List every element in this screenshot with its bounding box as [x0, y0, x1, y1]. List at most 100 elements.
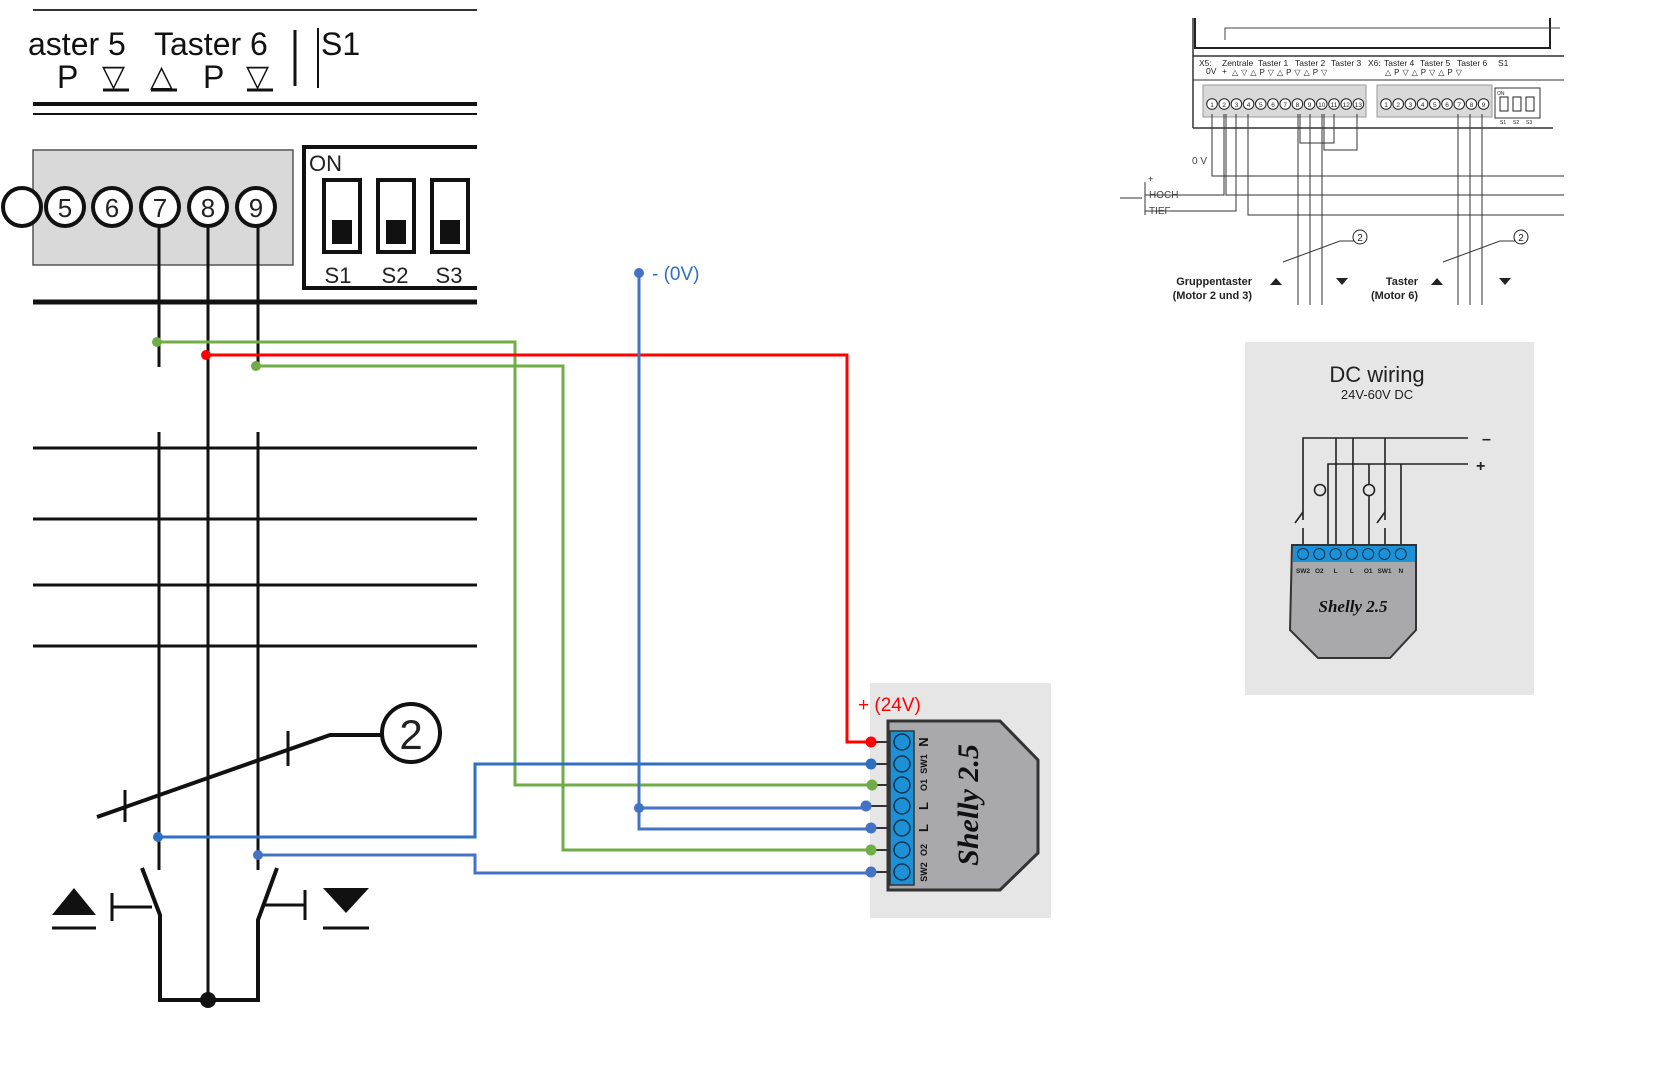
ref-terminal — [1392, 98, 1404, 110]
up-triangle-icon — [52, 888, 96, 915]
symbol-p: P — [57, 59, 78, 95]
symbol-down: ▽ — [246, 59, 269, 94]
svg-text:1: 1 — [1384, 102, 1388, 109]
svg-text:4: 4 — [1247, 102, 1251, 109]
ref-terminal — [1477, 98, 1490, 110]
ref-x6: X6: — [1368, 58, 1381, 68]
wire-blue-sw1 — [158, 762, 871, 839]
dc-pin-terminal — [1378, 548, 1391, 560]
ref-terminal — [1465, 98, 1478, 110]
svg-text:3: 3 — [1235, 102, 1239, 109]
wire-connection-dot — [866, 779, 878, 791]
ref-taster1: Taster 1 — [1258, 58, 1289, 68]
ref-terminal — [1267, 98, 1279, 110]
pin-terminal — [893, 797, 911, 815]
dc-pin-label: SW1 — [1377, 568, 1391, 575]
dip-switch-s1: S1 — [322, 178, 362, 288]
ref-plus-label: + — [1148, 174, 1153, 184]
wire-blue-sw2 — [258, 853, 871, 875]
svg-text:3: 3 — [1409, 102, 1413, 109]
svg-text:9: 9 — [249, 193, 263, 223]
ref-taster6: Taster 6 — [1457, 58, 1488, 68]
pushbutton-up — [52, 867, 279, 1002]
dip-on-label: ON — [309, 151, 342, 176]
pin-terminal — [893, 755, 911, 773]
svg-text:S2: S2 — [382, 263, 409, 288]
svg-text:10: 10 — [1318, 102, 1326, 109]
ref-taster: Taster — [1386, 276, 1419, 288]
symbol-p: P — [203, 59, 224, 95]
ref-terminal — [1453, 98, 1465, 110]
svg-text:7: 7 — [153, 193, 167, 223]
down-triangle-icon — [323, 888, 369, 913]
callout-2: 2 — [380, 702, 442, 764]
pin-label-l: L — [916, 824, 931, 832]
dc-wiring-title: DC wiring — [1329, 362, 1424, 387]
svg-text:9: 9 — [1308, 102, 1312, 109]
header-label-taster6: Taster 6 — [154, 26, 268, 62]
pin-label-n: N — [916, 737, 931, 746]
svg-text:7: 7 — [1457, 102, 1461, 109]
wire-green-o2 — [256, 364, 871, 852]
dc-pin-label: SW2 — [1296, 568, 1310, 575]
svg-text:S2: S2 — [1513, 120, 1519, 126]
shelly-logo: Shelly 2.5 — [952, 744, 985, 866]
svg-text:5: 5 — [1433, 102, 1437, 109]
header-label-taster5: aster 5 — [28, 26, 126, 62]
pin-label-sw2: SW2 — [919, 862, 929, 882]
dc-plus-label: + — [1476, 458, 1485, 475]
wire-connection-dot — [865, 758, 877, 770]
ref-terminal — [1316, 98, 1328, 110]
dc-pin-terminal — [1394, 548, 1407, 560]
svg-text:8: 8 — [1470, 102, 1474, 109]
dip-switch-s3: S3 — [430, 178, 470, 288]
svg-text:2: 2 — [1518, 233, 1524, 244]
svg-text:2: 2 — [399, 711, 422, 758]
pin-terminal — [893, 776, 911, 794]
header-label-s1: S1 — [321, 26, 360, 62]
svg-text:5: 5 — [58, 193, 72, 223]
terminal-5: 5 — [44, 186, 86, 228]
svg-text:8: 8 — [1296, 102, 1300, 109]
dc-pin-terminal — [1297, 548, 1309, 560]
controller-excerpt: aster 5 Taster 6 S1 P ▽ △ P ▽ 5 6 7 8 9 … — [1, 9, 477, 1008]
ref-taster5: Taster 5 — [1420, 58, 1451, 68]
svg-text:2: 2 — [1357, 233, 1363, 244]
ref-zentrale: Zentrale — [1222, 58, 1253, 68]
ref-terminal — [1380, 98, 1392, 110]
ref-0v-label: 0 V — [1192, 156, 1207, 167]
ref-terminal — [1218, 98, 1230, 110]
ref-terminal — [1429, 98, 1441, 110]
dip-switch-s2: S2 — [376, 178, 416, 288]
svg-text:6: 6 — [1445, 102, 1449, 109]
ref-tief-label: TIEF — [1149, 206, 1171, 217]
svg-text:9: 9 — [1482, 102, 1486, 109]
svg-text:△P▽△P▽△P▽: △P▽△P▽△P▽ — [1385, 68, 1465, 77]
pin-label-sw1: SW1 — [919, 754, 929, 774]
reference-diagram: X5: 0V Zentrale + Taster 1 Taster 2 Tast… — [1120, 18, 1564, 305]
wire-red-24v — [206, 353, 871, 744]
ref-terminal — [1328, 98, 1340, 110]
ref-s1: S1 — [1498, 58, 1509, 68]
ref-terminal — [1303, 98, 1316, 110]
pin-label-o1: O1 — [919, 779, 929, 791]
svg-text:S3: S3 — [436, 263, 463, 288]
minus-0v-label: - (0V) — [652, 264, 700, 285]
wire-green-o1 — [157, 340, 872, 787]
ref-0v: 0V — [1206, 66, 1217, 76]
svg-text:2: 2 — [1222, 102, 1226, 109]
dc-pin-label: O2 — [1315, 568, 1324, 575]
dc-pin-label: O1 — [1364, 568, 1373, 575]
shelly-module: + (24V) N SW1 O1 L L O2 SW2 Shelly 2.5 — [858, 683, 1051, 918]
pin-terminal — [893, 733, 911, 751]
ref-terminal — [1242, 98, 1255, 110]
terminal-9: 9 — [235, 186, 277, 228]
ref-taster-motor: (Motor 6) — [1371, 290, 1418, 302]
svg-text:ON: ON — [1497, 91, 1505, 97]
ref-hoch-label: HOCH — [1149, 190, 1178, 201]
svg-text:7: 7 — [1283, 102, 1287, 109]
dc-minus-label: – — [1482, 431, 1491, 448]
ref-terminal — [1255, 98, 1267, 110]
dc-pin-label: L — [1334, 568, 1338, 575]
